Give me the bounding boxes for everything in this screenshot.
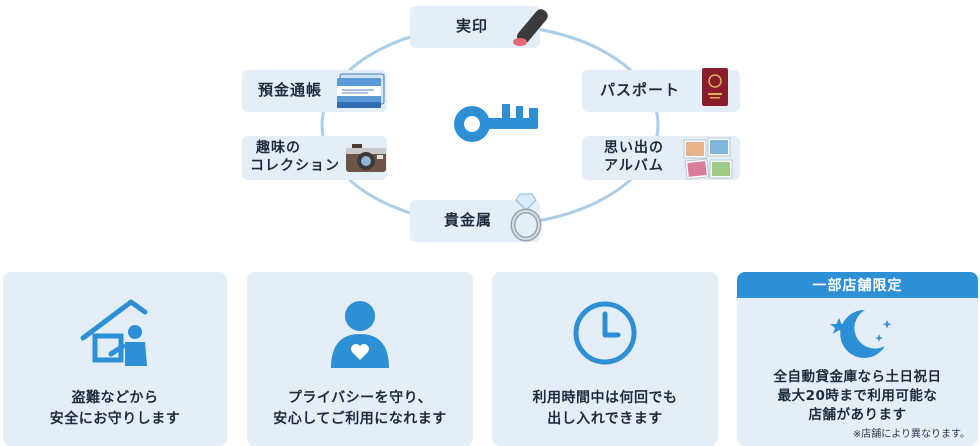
photo-album-icon: [683, 137, 733, 180]
features-section: 盗難などから 安全にお守りします プライバシーを守り、 安心してご利用になれます…: [0, 272, 980, 446]
diamond-ring-icon: [510, 193, 542, 242]
store-note: ※店舗により異なります。: [852, 429, 970, 440]
item-metals: 貴金属: [410, 193, 542, 242]
antitheft-window-icon: [80, 299, 148, 366]
clock-icon: [573, 301, 637, 365]
feature-card-theft: 盗難などから 安全にお守りします: [3, 272, 227, 446]
feature-access-line1: 利用時間中は何回でも: [532, 390, 678, 406]
feature-access-line2: 出し入れできます: [547, 411, 663, 427]
feature-theft-line1: 盗難などから: [71, 390, 159, 406]
feature-weekend-line2: 最大20時まで利用可能な: [777, 388, 938, 404]
seal-stamp-icon: [513, 9, 548, 46]
item-collection: 趣味の コレクション: [242, 136, 387, 180]
feature-privacy-line2: 安心してご利用になれます: [273, 411, 447, 427]
item-passport: パスポート: [582, 68, 740, 112]
item-seal-label: 実印: [456, 17, 489, 35]
item-collection-label-2: コレクション: [250, 158, 340, 174]
item-passport-label: パスポート: [600, 81, 681, 99]
item-bankbook-label: 預金通帳: [258, 81, 323, 99]
feature-card-access: 利用時間中は何回でも 出し入れできます: [492, 272, 718, 446]
privacy-person-icon: [331, 301, 389, 368]
feature-weekend-line1: 全自動貸金庫なら土日祝日: [773, 369, 942, 385]
feature-privacy-line1: プライバシーを守り、: [287, 390, 433, 406]
item-album-label-1: 思い出の: [604, 140, 664, 156]
valuables-diagram: 実印 預金通帳 趣味の コレクション パスポート: [242, 6, 740, 242]
feature-weekend-line3: 店舗があります: [808, 407, 907, 423]
key-icon: [454, 104, 538, 142]
feature-card-weekend: 一部店舗限定 全自動貸金庫なら土日祝日 最大20時まで利用可能な 店舗があります…: [737, 272, 978, 446]
limited-stores-badge: 一部店舗限定: [737, 272, 978, 298]
moon-stars-icon: [829, 309, 892, 358]
bankbook-icon: [337, 73, 385, 108]
item-metals-label: 貴金属: [444, 211, 493, 229]
passport-icon: [702, 68, 728, 106]
feature-theft-line2: 安全にお守りします: [49, 411, 181, 427]
feature-card-privacy: プライバシーを守り、 安心してご利用になれます: [247, 272, 473, 446]
item-album-label-2: アルバム: [604, 158, 664, 174]
item-seal: 実印: [410, 6, 548, 48]
item-bankbook: 預金通帳: [242, 70, 387, 112]
item-album: 思い出の アルバム: [582, 136, 740, 180]
camera-icon: [346, 144, 386, 172]
item-collection-label-1: 趣味の: [256, 140, 301, 156]
